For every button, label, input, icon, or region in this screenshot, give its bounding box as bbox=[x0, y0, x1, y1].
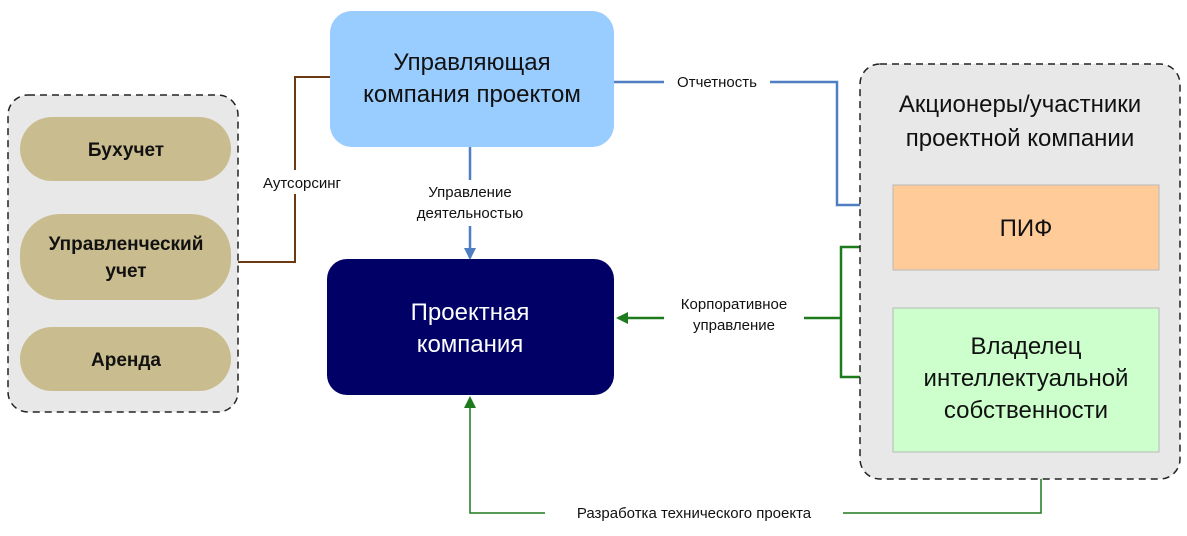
ip-owner-label-line2: интеллектуальной bbox=[924, 365, 1129, 392]
shareholders-title-line1: Акционеры/участники bbox=[899, 91, 1141, 118]
reporting-connector bbox=[612, 80, 888, 211]
outsourcing-label: Аутсорсинг bbox=[263, 175, 342, 192]
management-accounting-label-line1: Управленческий bbox=[49, 234, 204, 255]
operations-label-line2: деятельностью bbox=[417, 205, 523, 222]
project-company-label-line2: компания bbox=[417, 331, 524, 358]
reporting-label: Отчетность bbox=[677, 74, 757, 91]
corporate-label-line1: Корпоративное bbox=[681, 296, 787, 313]
project-company-label-line1: Проектная bbox=[411, 299, 530, 326]
management-company-label-line2: компания проектом bbox=[363, 81, 581, 108]
shareholders-title-line2: проектной компании bbox=[906, 125, 1135, 152]
operations-label-line1: Управление bbox=[428, 184, 511, 201]
corporate-label-line2: управление bbox=[693, 317, 775, 334]
accounting-item bbox=[20, 117, 231, 181]
rent-item bbox=[20, 327, 231, 391]
management-accounting-item bbox=[20, 214, 231, 300]
pif-box bbox=[892, 184, 1160, 271]
project-company-box bbox=[327, 259, 614, 395]
management-accounting-label-line2: учет bbox=[105, 261, 146, 282]
ip-owner-label-line3: собственности bbox=[944, 397, 1108, 424]
management-company-label-line1: Управляющая bbox=[393, 49, 550, 76]
management-company-box bbox=[330, 11, 614, 147]
ip-owner-box bbox=[892, 307, 1160, 453]
outsourcing-connector bbox=[238, 76, 332, 263]
ip-owner-label-line1: Владелец bbox=[970, 333, 1081, 360]
tech-dev-label: Разработка технического проекта bbox=[577, 505, 812, 522]
pif-label: ПИФ bbox=[1000, 215, 1053, 242]
accounting-label: Бухучет bbox=[88, 140, 164, 161]
rent-label: Аренда bbox=[91, 350, 161, 371]
